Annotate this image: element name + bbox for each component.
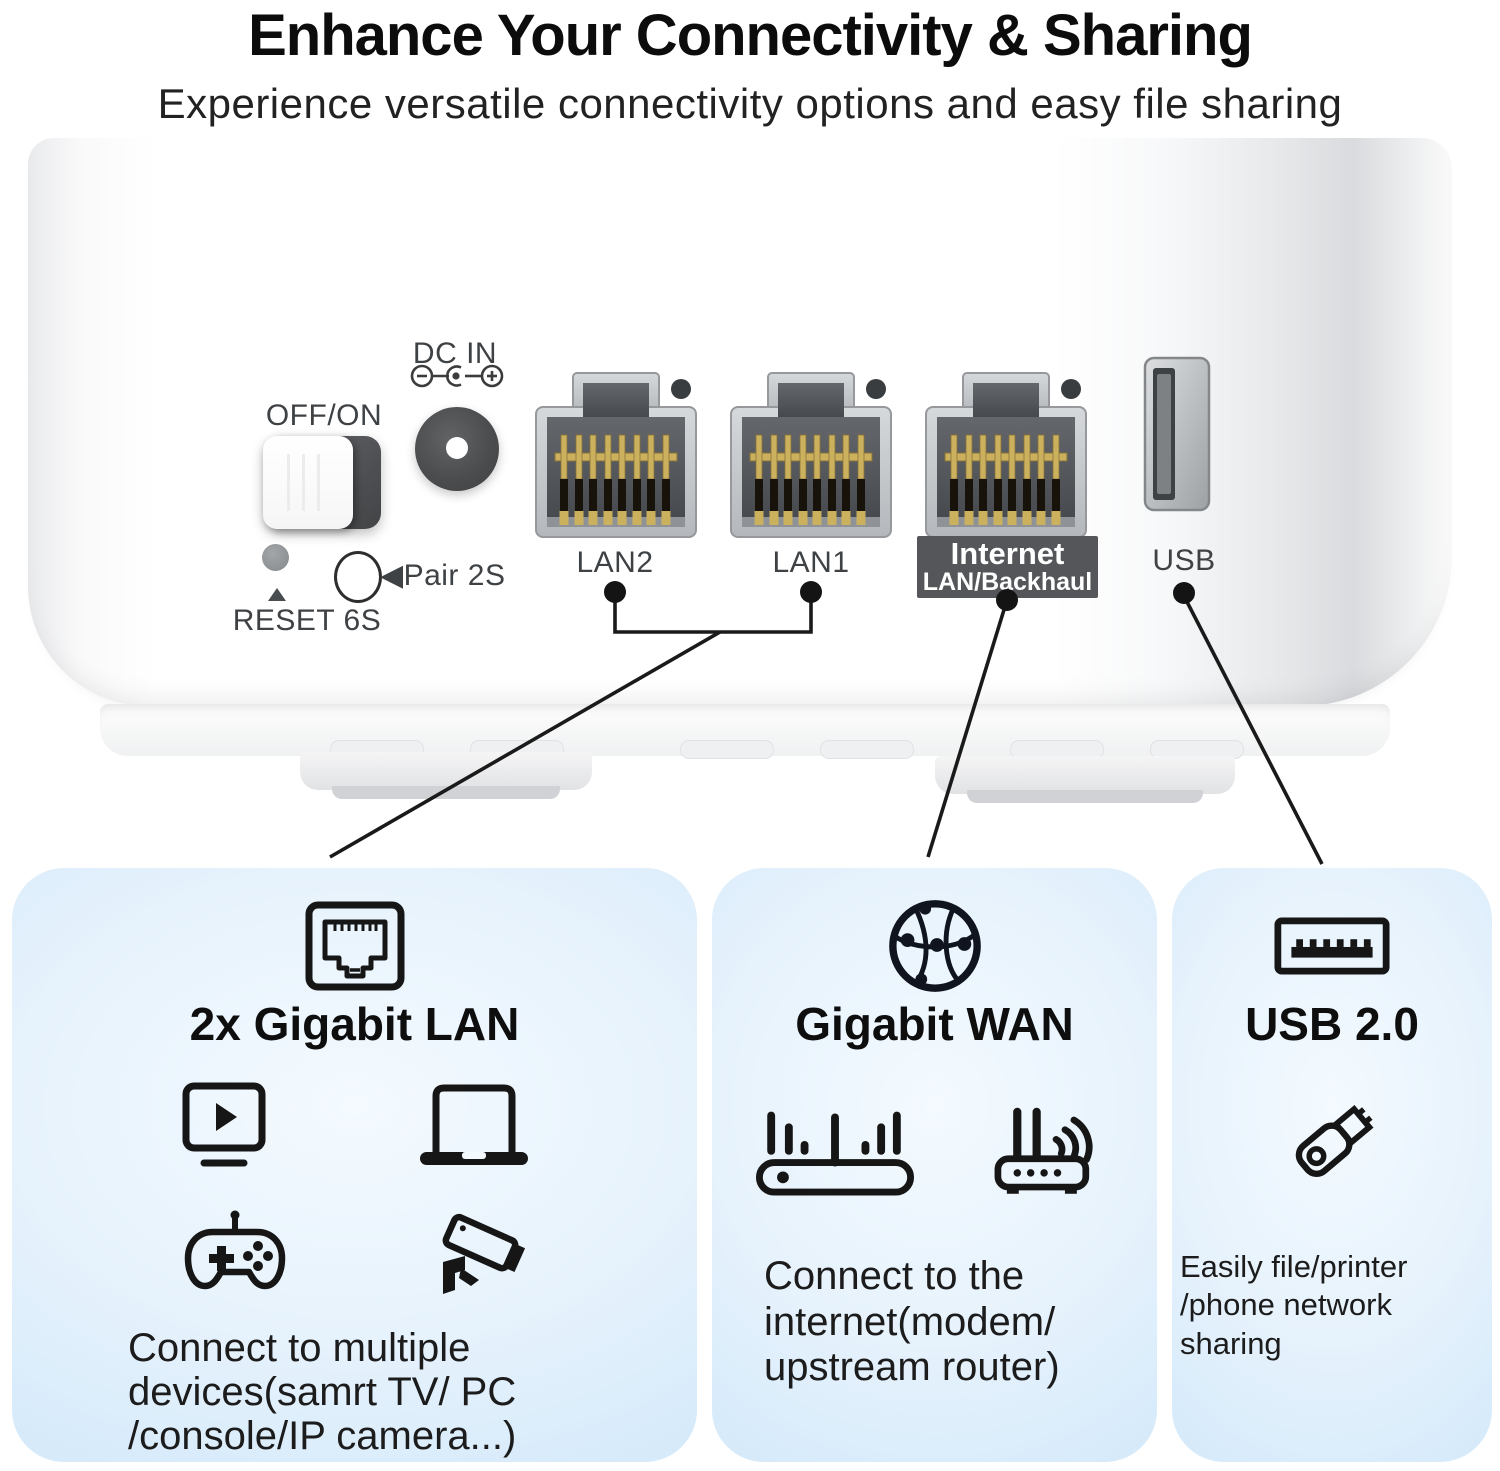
dc-in-jack-hole [446,437,468,459]
card-title-usb: USB 2.0 [1245,998,1419,1050]
internet-port-label: Internet LAN/Backhaul [917,536,1098,598]
page-title: Enhance Your Connectivity & Sharing [248,3,1253,68]
reset-button [262,544,289,571]
modem-icon [755,1111,914,1196]
laptop-icon [419,1084,528,1165]
lan1-label: LAN1 [772,546,850,579]
wireless-router-icon [994,1107,1093,1194]
lan1-led [866,379,886,399]
dc-in-label: DC IN [412,337,498,370]
internet-label-line1: Internet [950,536,1065,572]
switch-ridges [287,454,331,511]
feature-card-usb: USB 2.0 Easily file/printer /phone netwo… [1172,868,1492,1462]
usb-port [1143,356,1211,512]
ethernet-port-icon [305,901,404,991]
card-title-wan: Gigabit WAN [795,998,1074,1050]
router-foot-left [300,752,592,790]
card-description-usb: Easily file/printer /phone network shari… [1180,1249,1408,1361]
game-controller-icon [184,1210,285,1290]
internet-port [925,372,1087,538]
reset-arrow-icon [268,588,286,601]
internet-led [1061,379,1081,399]
dc-polarity-icon [410,364,504,388]
pair-button [334,551,382,603]
page-subtitle: Experience versatile connectivity option… [157,80,1343,127]
feature-card-lan: 2x Gigabit LAN [12,868,697,1462]
usb-label: USB [1152,544,1216,577]
router-foot-right [935,756,1235,794]
lan2-led [671,379,691,399]
vent-slot [680,740,774,759]
card-description-lan: Connect to multiple devices(samrt TV/ PC… [128,1326,517,1458]
card-description-wan: Connect to the internet(modem/ upstream … [764,1254,1060,1390]
card-title-lan: 2x Gigabit LAN [189,998,520,1050]
power-switch-label: OFF/ON [265,399,383,432]
reset-label: RESET 6S [232,604,382,637]
globe-network-icon [888,900,981,992]
usb-flash-drive-icon [1295,1104,1374,1177]
router-foot-left-cap [332,786,560,799]
vent-slot [820,740,914,759]
lan2-label: LAN2 [576,546,654,579]
smart-tv-icon [182,1082,265,1167]
ip-camera-icon [442,1213,525,1294]
usb-port-icon [1274,917,1390,975]
router-foot-right-cap [967,790,1203,803]
power-switch-button [263,436,353,529]
internet-label-line2: LAN/Backhaul [922,568,1093,597]
lan2-port [535,372,697,538]
pair-label: ◀Pair 2S [380,559,506,592]
feature-card-wan: Gigabit WAN [712,868,1157,1462]
lan1-port [730,372,892,538]
